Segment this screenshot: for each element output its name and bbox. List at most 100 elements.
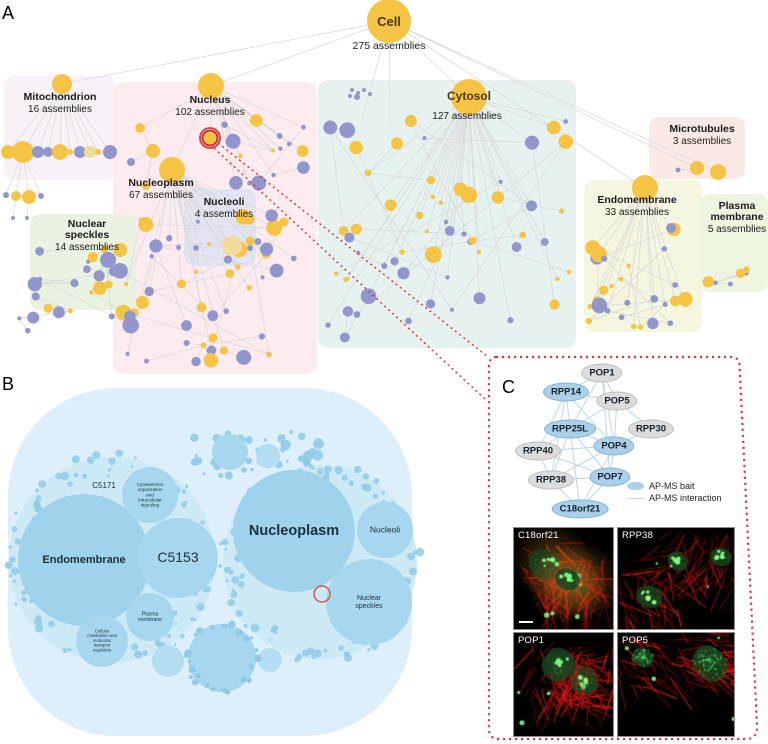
pack-circle <box>76 615 128 667</box>
assembly-node <box>690 161 704 175</box>
assembly-node <box>443 219 449 225</box>
region-sub-endomembrane: 33 assemblies <box>605 207 669 218</box>
assembly-node <box>350 223 362 235</box>
pack-texture-dot <box>14 511 18 515</box>
pack-texture-dot <box>4 561 13 570</box>
zoom-callout-line <box>217 142 489 358</box>
pack-texture-dot <box>338 645 344 651</box>
pack-texture-dot <box>107 474 111 478</box>
pack-label: Nucleoli <box>369 525 401 535</box>
assembly-node <box>301 124 306 130</box>
assembly-node <box>348 94 352 98</box>
assembly-node <box>559 208 565 214</box>
region-sub-nuclear-speckles: 14 assemblies <box>55 242 119 253</box>
annotations <box>199 127 759 741</box>
pack-texture-dot <box>313 649 322 658</box>
pack-texture-dot <box>362 472 370 480</box>
pack-texture-dot <box>225 579 229 583</box>
pack-texture-dot <box>301 649 310 657</box>
pack-texture-dot <box>71 455 80 464</box>
pack-texture-dot <box>166 633 171 638</box>
assembly-node <box>364 169 372 177</box>
assembly-node <box>122 316 139 334</box>
pack-texture-dot <box>323 465 332 474</box>
assembly-node <box>461 231 467 237</box>
pack-texture-dot <box>154 639 162 647</box>
pack-texture-dot <box>316 468 324 476</box>
assembly-node <box>266 219 283 236</box>
assembly-node <box>146 144 160 158</box>
protein-node-RPP40: RPP40 <box>514 441 562 461</box>
assembly-node <box>563 119 569 124</box>
pack-texture-dot <box>21 589 27 596</box>
assembly-node <box>276 133 283 139</box>
pack-texture-dot <box>190 458 199 466</box>
pack-texture-dot <box>35 500 39 505</box>
assembly-node <box>333 271 339 276</box>
region-sub-cytosol: 127 assemblies <box>432 111 502 122</box>
assembly-node <box>269 263 284 278</box>
pack-texture-dot <box>130 465 134 468</box>
assembly-node <box>135 123 145 133</box>
assembly-node <box>159 157 185 183</box>
pack-circle <box>212 434 248 470</box>
pack-texture-dot <box>294 656 300 663</box>
pack-texture-dot <box>11 526 18 533</box>
assembly-node <box>260 275 265 280</box>
assembly-node <box>203 353 219 368</box>
pack-texture-dot <box>249 636 254 640</box>
protein-node-POP1: POP1 <box>581 363 623 383</box>
pack-texture-dot <box>62 648 68 653</box>
pack-label: Nuclear speckles <box>355 593 383 610</box>
assembly-node <box>519 231 527 239</box>
pack-texture-dot <box>14 602 18 606</box>
pack-texture-dot <box>298 432 306 441</box>
assembly-node <box>207 310 219 322</box>
legend-interaction-text: AP-MS interaction <box>649 493 722 503</box>
assembly-node <box>710 164 726 180</box>
region-label-nuclear-speckles: speckles <box>64 229 110 241</box>
pack-texture-dot <box>204 683 210 688</box>
protein-node-C18orf21: C18orf21 <box>551 499 609 519</box>
assembly-node <box>124 282 129 287</box>
pack-texture-dot <box>381 491 385 495</box>
pack-texture-dot <box>184 500 188 505</box>
region-label-nuclear-speckles: Nuclear <box>67 218 107 230</box>
assembly-node <box>350 88 354 92</box>
pack-texture-dot <box>277 433 286 443</box>
pack-texture-dot <box>209 624 215 630</box>
pack-texture-dot <box>174 622 178 626</box>
region-sub-plasma-membrane: 5 assemblies <box>707 224 767 235</box>
pack-texture-dot <box>247 679 251 684</box>
assembly-node <box>207 242 211 246</box>
region-box-microtubules <box>649 117 745 179</box>
pack-texture-dot <box>133 456 137 460</box>
assembly-node <box>1 145 15 159</box>
assembly-node <box>27 277 42 292</box>
assembly-node <box>430 194 435 200</box>
assembly-node <box>183 339 190 346</box>
pack-texture-dot <box>189 665 193 670</box>
assembly-node <box>591 297 608 314</box>
assembly-node <box>52 144 68 160</box>
assembly-node <box>12 141 34 163</box>
legend-interaction-row: AP-MS interaction <box>627 492 722 504</box>
assembly-node <box>549 299 560 310</box>
pack-texture-dot <box>348 480 354 486</box>
assembly-node <box>43 303 53 313</box>
assembly-node <box>360 288 377 305</box>
pack-texture-dot <box>60 471 70 481</box>
assembly-node <box>511 242 522 252</box>
pack-texture-dot <box>22 597 27 602</box>
assembly-node <box>250 114 263 127</box>
region-boxes <box>4 76 768 374</box>
region-box-endomembrane <box>584 180 702 332</box>
pack-texture-dot <box>9 556 16 563</box>
assembly-node <box>43 147 53 157</box>
pack-texture-dot <box>48 620 55 628</box>
region-sub-nucleus: 102 assemblies <box>175 107 245 118</box>
panel-a-label: A <box>2 3 15 23</box>
pack-texture-dot <box>107 468 112 472</box>
